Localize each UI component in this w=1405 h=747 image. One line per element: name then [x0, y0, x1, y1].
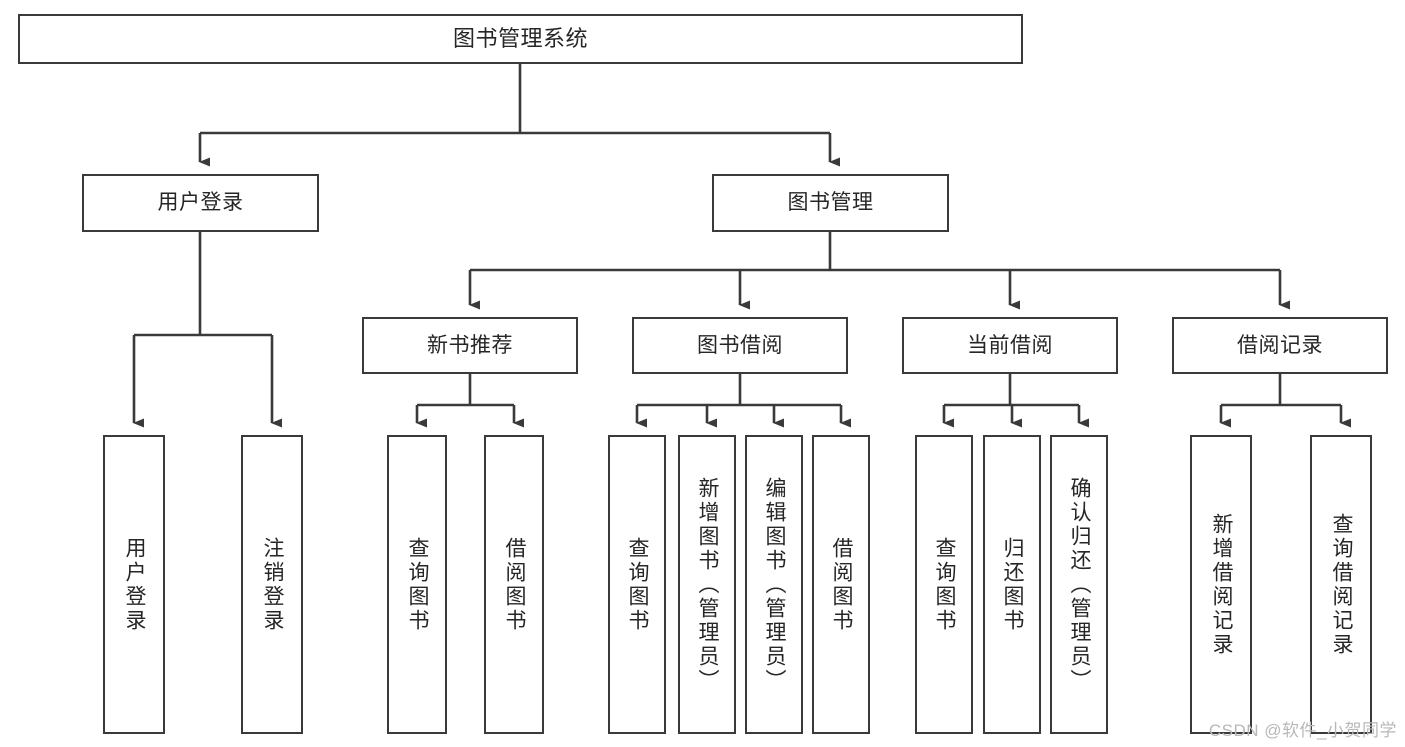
node-label: 图书管理	[787, 191, 874, 215]
node-new-book-recommend[interactable]: 新书推荐	[362, 317, 578, 374]
leaf-add-book-admin[interactable]: 新增图书（管理员）	[678, 435, 736, 734]
leaf-query-book-borrow[interactable]: 查询图书	[608, 435, 666, 734]
leaf-query-borrow-record[interactable]: 查询借阅记录	[1310, 435, 1372, 734]
leaf-borrow-book-newbooks[interactable]: 借阅图书	[484, 435, 544, 734]
node-label: 图书借阅	[697, 333, 783, 357]
leaf-confirm-return-admin[interactable]: 确认归还（管理员）	[1050, 435, 1108, 734]
leaf-query-book-current[interactable]: 查询图书	[915, 435, 973, 734]
leaf-borrow-book[interactable]: 借阅图书	[812, 435, 870, 734]
node-label: 用户登录	[157, 191, 244, 215]
node-label: 查询借阅记录	[1330, 512, 1354, 657]
leaf-user-login[interactable]: 用户登录	[103, 435, 165, 734]
node-label: 用户登录	[123, 536, 147, 633]
node-label: 借阅记录	[1237, 333, 1323, 357]
node-label: 查询图书	[626, 536, 650, 633]
node-label: 借阅图书	[503, 536, 527, 633]
leaf-edit-book-admin[interactable]: 编辑图书（管理员）	[745, 435, 803, 734]
node-user-login[interactable]: 用户登录	[82, 174, 319, 232]
node-label: 图书管理系统	[452, 25, 588, 51]
node-root-system[interactable]: 图书管理系统	[18, 14, 1023, 64]
node-book-management[interactable]: 图书管理	[712, 174, 949, 232]
node-label: 归还图书	[1001, 536, 1025, 633]
node-label: 新增图书（管理员）	[696, 476, 720, 693]
node-borrow-records[interactable]: 借阅记录	[1172, 317, 1388, 374]
node-label: 查询图书	[406, 536, 430, 633]
leaf-add-borrow-record[interactable]: 新增借阅记录	[1190, 435, 1252, 734]
node-book-borrow[interactable]: 图书借阅	[632, 317, 848, 374]
node-label: 编辑图书（管理员）	[763, 476, 787, 693]
leaf-query-book-newbooks[interactable]: 查询图书	[387, 435, 447, 734]
node-label: 新增借阅记录	[1210, 512, 1234, 657]
node-label: 查询图书	[933, 536, 957, 633]
leaf-logout[interactable]: 注销登录	[241, 435, 303, 734]
node-label: 当前借阅	[967, 333, 1053, 357]
node-label: 借阅图书	[830, 536, 854, 633]
node-label: 新书推荐	[427, 333, 513, 357]
node-label: 确认归还（管理员）	[1068, 476, 1092, 693]
leaf-return-book[interactable]: 归还图书	[983, 435, 1041, 734]
watermark: CSDN @软件_小贺同学	[1208, 721, 1397, 740]
node-current-borrow[interactable]: 当前借阅	[902, 317, 1118, 374]
node-label: 注销登录	[261, 536, 285, 633]
